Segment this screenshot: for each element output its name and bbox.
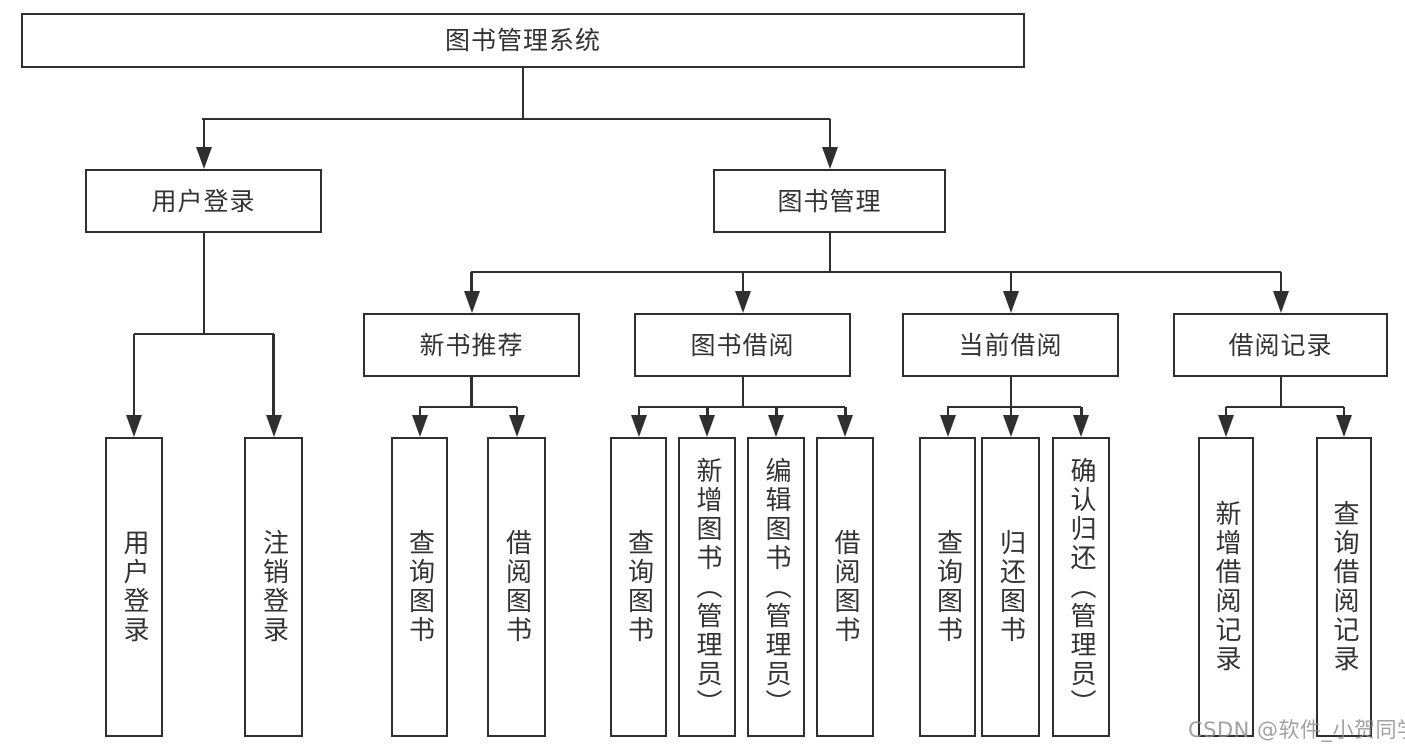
connector-line <box>470 272 473 293</box>
leaf-newbook-query: 查询图书 <box>391 437 448 737</box>
connector-line <box>418 407 421 417</box>
arrow-down-icon <box>1336 415 1352 437</box>
connector-line <box>1279 377 1282 407</box>
arrow-down-icon <box>699 415 715 437</box>
connector-line <box>1224 407 1227 417</box>
connector-line <box>134 332 274 335</box>
connector-line <box>741 377 744 407</box>
arrow-down-icon <box>1073 415 1089 437</box>
arrow-down-icon <box>1002 291 1019 313</box>
connector-line <box>1009 407 1012 417</box>
arrow-down-icon <box>1218 415 1234 437</box>
node-root: 图书管理系统 <box>21 13 1025 68</box>
leaf-current-return: 归还图书 <box>981 437 1040 737</box>
leaf-current-query: 查询图书 <box>919 437 976 737</box>
arrow-down-icon <box>734 291 751 313</box>
arrow-down-icon <box>1002 415 1019 437</box>
arrow-down-icon <box>265 415 282 437</box>
connector-line <box>419 405 517 408</box>
node-book-borrow: 图书借阅 <box>634 313 851 377</box>
connector-line <box>1009 377 1012 407</box>
connector-line <box>202 119 205 149</box>
connector-line <box>828 233 831 272</box>
connector-line <box>775 407 778 417</box>
connector-line <box>828 119 831 149</box>
arrow-down-icon <box>411 415 428 437</box>
connector-line <box>1342 407 1345 417</box>
csdn-watermark: CSDN @软件_小贺同学 <box>1188 718 1405 742</box>
leaf-records-add: 新增借阅记录 <box>1198 437 1254 737</box>
connector-line <box>515 407 518 417</box>
connector-line <box>521 68 524 119</box>
leaf-bookborrow-borrow: 借阅图书 <box>816 437 874 737</box>
leaf-logout: 注销登录 <box>244 437 303 737</box>
connector-line <box>947 405 1081 408</box>
leaf-bookborrow-edit: 编辑图书（管理员） <box>747 437 805 737</box>
connector-line <box>741 272 744 293</box>
arrow-down-icon <box>837 415 853 437</box>
connector-line <box>638 405 845 408</box>
node-borrow-records: 借阅记录 <box>1173 313 1388 377</box>
leaf-bookborrow-query: 查询图书 <box>610 437 667 737</box>
arrow-down-icon <box>195 147 212 169</box>
arrow-down-icon <box>768 415 784 437</box>
connector-line <box>272 334 275 417</box>
node-current-borrow: 当前借阅 <box>902 313 1119 377</box>
connector-line <box>202 117 830 120</box>
connector-line <box>946 407 949 417</box>
connector-line <box>202 233 205 334</box>
arrow-down-icon <box>821 147 838 169</box>
leaf-user-login: 用户登录 <box>105 437 163 737</box>
node-user-login: 用户登录 <box>85 169 322 233</box>
leaf-newbook-borrow: 借阅图书 <box>487 437 546 737</box>
connector-line <box>1226 405 1344 408</box>
connector-line <box>1080 407 1083 417</box>
arrow-down-icon <box>463 291 480 313</box>
connector-line <box>471 270 1281 273</box>
connector-line <box>132 334 135 417</box>
node-new-book-rec: 新书推荐 <box>363 313 580 377</box>
arrow-down-icon <box>1272 291 1289 313</box>
leaf-records-query: 查询借阅记录 <box>1316 437 1372 737</box>
connector-line <box>1279 272 1282 293</box>
arrow-down-icon <box>126 415 142 437</box>
leaf-current-confirm: 确认归还（管理员） <box>1052 437 1110 737</box>
arrow-down-icon <box>939 415 956 437</box>
connector-line <box>1009 272 1012 293</box>
connector-line <box>844 407 847 417</box>
connector-line <box>706 407 709 417</box>
connector-line <box>470 377 473 407</box>
leaf-bookborrow-add: 新增图书（管理员） <box>678 437 736 737</box>
node-book-mgmt: 图书管理 <box>713 169 946 233</box>
arrow-down-icon <box>630 415 647 437</box>
connector-line <box>637 407 640 417</box>
arrow-down-icon <box>508 415 525 437</box>
